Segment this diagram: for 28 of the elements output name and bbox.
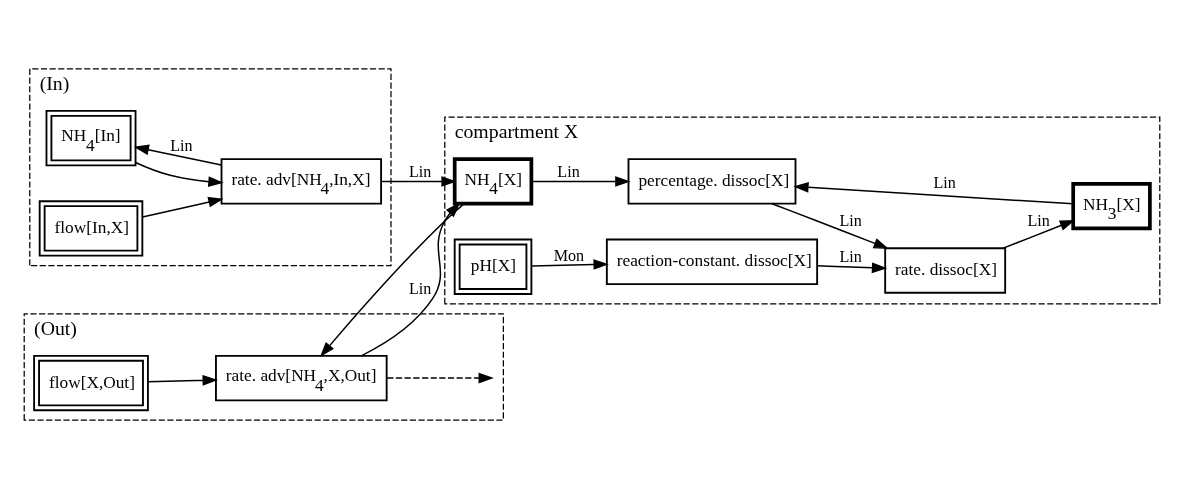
node-box: reaction-constant. dissoc[X]: [605, 238, 819, 285]
arrow: [133, 144, 223, 166]
edge-label: Lin: [933, 174, 956, 192]
edge-label: Lin: [408, 162, 432, 180]
node-box: pH[X]: [453, 238, 533, 295]
arrow: [134, 161, 224, 187]
edge-label: Lin: [839, 212, 862, 230]
node-box: flow[X,Out]: [33, 354, 149, 412]
arrow: [530, 259, 609, 270]
arrow: [320, 203, 465, 358]
edge-label: Lin: [408, 280, 432, 298]
arrow: [386, 372, 494, 384]
edge-label: Mon: [553, 247, 585, 265]
arrow: [147, 375, 218, 386]
arrow: [141, 196, 224, 218]
edge-label: Lin: [839, 248, 862, 266]
arrow: [771, 203, 889, 249]
arrow: [360, 202, 461, 357]
node-box: rate. dissoc[X]: [884, 247, 1007, 294]
arrow: [530, 176, 631, 187]
arrow: [380, 176, 457, 187]
node-box: percentage. dissoc[X]: [627, 158, 797, 205]
edge-label: Lin: [170, 136, 193, 154]
arrow: [816, 262, 888, 274]
edge-label: Lin: [1027, 212, 1050, 230]
arrow: [793, 182, 1074, 205]
node-box: flow[In,X]: [38, 200, 144, 257]
edge-label: Lin: [557, 162, 580, 180]
